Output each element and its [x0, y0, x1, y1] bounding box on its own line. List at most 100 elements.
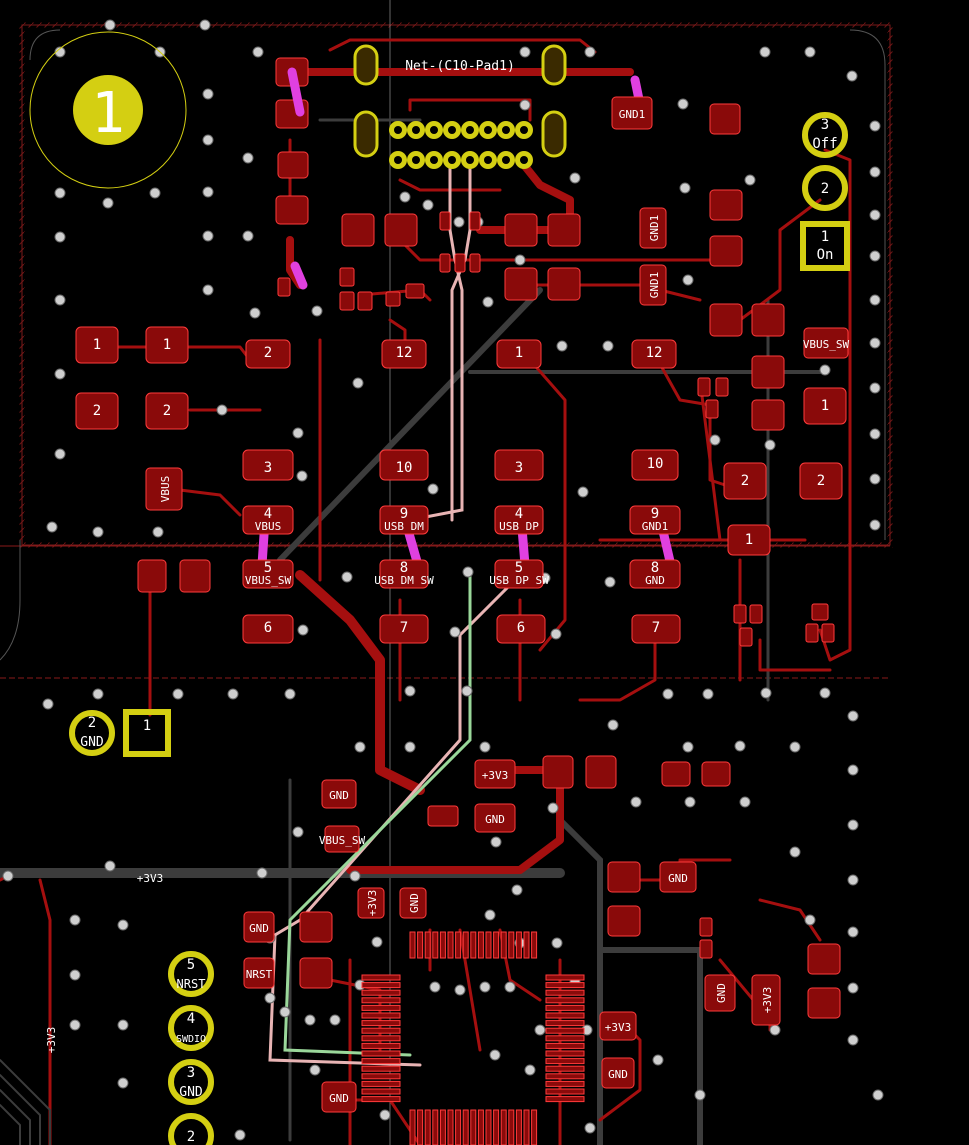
net-label: GND1	[648, 272, 661, 299]
conn-pin-1-num: 1	[143, 718, 151, 734]
part-label: 1	[515, 345, 523, 361]
part-pad-13[interactable]: 2	[799, 462, 843, 500]
part-label: 12	[396, 345, 413, 361]
part-pad-5[interactable]: 12	[381, 339, 427, 369]
usb-pin-row-bottom	[389, 151, 533, 169]
board-edge-left	[0, 540, 21, 661]
net-pad-1[interactable]: GND	[474, 803, 516, 833]
dbg-pin-5-num: 5	[187, 957, 195, 973]
part-label: 1	[93, 337, 101, 353]
part-label: 2	[93, 403, 101, 419]
switch-pin-3-num: 3	[821, 117, 829, 133]
net-label: VBUS_SW	[803, 338, 850, 351]
net-pad-0[interactable]: GND	[321, 779, 357, 809]
part-pad-4[interactable]: 2	[245, 339, 291, 369]
part-pad-3[interactable]: 1	[496, 339, 542, 369]
ic-pin-num: 8	[400, 560, 408, 576]
net-pad-16[interactable]: GND1	[639, 264, 667, 306]
net-pad-24[interactable]: +3V3	[137, 872, 164, 885]
debug-header[interactable]: 5 NRST 4 SWDIO 3 GND 2	[168, 951, 214, 1145]
part-pad-8[interactable]: 1	[145, 326, 189, 364]
part-label: 10	[647, 456, 664, 472]
net-pad-11[interactable]: GND	[321, 1081, 357, 1113]
net-pad-14[interactable]: VBUS_SW	[319, 825, 366, 853]
part-pad-1[interactable]: 10	[379, 449, 429, 481]
part-pad-6[interactable]: 12	[631, 339, 677, 369]
part-label: 7	[652, 620, 660, 636]
net-pad-23[interactable]: +3V3	[45, 1027, 58, 1054]
ic-pin-num: 5	[515, 560, 523, 576]
part-pad-0[interactable]: 3	[242, 449, 294, 481]
part-label: 1	[745, 532, 753, 548]
dbg-pin-3-num: 3	[187, 1065, 195, 1081]
net-pad-3[interactable]: GND	[399, 887, 427, 919]
part-pad-10[interactable]: 2	[75, 392, 119, 430]
part-pad-12[interactable]: 2	[723, 462, 767, 500]
usb-pin-row-top	[389, 121, 533, 139]
mcu-pins	[361, 931, 585, 1145]
part-pad-20[interactable]: 7	[631, 614, 681, 644]
ic-pin-num: 8	[651, 560, 659, 576]
part-pad-18[interactable]: 7	[379, 614, 429, 644]
net-label-c10: Net-(C10-Pad1)	[405, 59, 515, 74]
bottom-left-signal-traces	[0, 1059, 51, 1145]
fiducial-mark: 1	[29, 31, 187, 189]
dbg-pin-4-name: SWDIO	[176, 1034, 206, 1045]
net-pad-6[interactable]: GND	[601, 1057, 635, 1089]
ic-pin-num: 9	[651, 506, 659, 522]
part-pad-2[interactable]: 3	[494, 449, 544, 481]
switch-pin-1-num: 1	[821, 229, 829, 245]
ic-pin-name: GND1	[642, 520, 669, 533]
net-label: +3V3	[137, 872, 164, 885]
part-pad-15[interactable]: 10	[631, 449, 679, 481]
part-label: 12	[646, 345, 663, 361]
power-connector[interactable]: 2 GND 1	[69, 709, 171, 757]
net-label: NRST	[246, 968, 273, 981]
net-label: +3V3	[605, 1021, 632, 1034]
dbg-pin-5-name: NRST	[177, 977, 206, 991]
part-pad-11[interactable]: 2	[145, 392, 189, 430]
usb-connector[interactable]	[353, 44, 567, 169]
net-label: GND	[715, 983, 728, 1003]
ic-pin-name: VBUS_SW	[245, 574, 292, 587]
ic-pin-num: 5	[264, 560, 272, 576]
net-pad-4[interactable]: +3V3	[357, 887, 385, 919]
part-pad-19[interactable]: 6	[242, 614, 294, 644]
board-zone-top-outline	[21, 24, 891, 546]
net-pad-19[interactable]: VBUS	[145, 467, 183, 511]
net-pad-10[interactable]: GND	[243, 911, 275, 943]
vias	[2, 19, 884, 1141]
net-pad-17[interactable]: GND1	[611, 96, 653, 130]
net-pad-9[interactable]: +3V3	[751, 974, 781, 1026]
net-pad-8[interactable]: GND	[704, 974, 736, 1012]
ic-pin-name: VBUS	[255, 520, 282, 533]
switch-pin-1-name: On	[817, 247, 834, 263]
net-pad-12[interactable]: NRST	[243, 957, 275, 989]
net-label: +3V3	[366, 890, 379, 917]
net-pad-2[interactable]: +3V3	[474, 759, 516, 789]
part-label: 2	[817, 473, 825, 489]
net-pad-15[interactable]: GND1	[639, 207, 667, 249]
part-pad-14[interactable]: 1	[727, 524, 771, 556]
net-label: GND1	[619, 108, 646, 121]
part-pad-21[interactable]: 6	[496, 614, 546, 644]
net-pad-5[interactable]: GND	[659, 861, 697, 893]
net-pad-7[interactable]: +3V3	[599, 1011, 637, 1041]
top-layer-traces	[0, 38, 852, 1145]
part-pad-7[interactable]: 1	[75, 326, 119, 364]
net-pad-18[interactable]: VBUS_SW	[803, 327, 850, 359]
part-pad-9[interactable]: 1	[803, 387, 847, 425]
smd-pads[interactable]	[137, 57, 841, 1019]
switch-pin-2-num: 2	[821, 181, 829, 197]
power-switch[interactable]: 3 Off 2 1 On	[800, 112, 850, 271]
